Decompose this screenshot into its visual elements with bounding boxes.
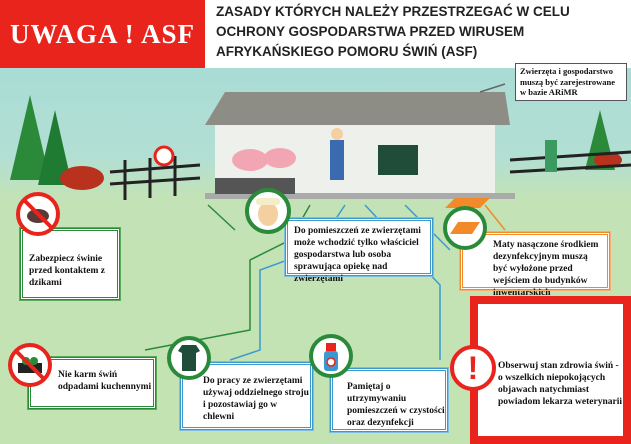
disinfection-mat (445, 198, 490, 208)
rule-cleanliness: Pamiętaj o utrzymywaniu pomieszczeń w cz… (329, 367, 449, 433)
shirt-icon (167, 336, 211, 380)
barn-roof (205, 92, 510, 125)
rule-health: Obserwuj stan zdrowia świń - o wszelkich… (470, 296, 631, 444)
disinfectant-spray-icon (309, 334, 353, 378)
pig-icon (264, 148, 296, 168)
warning-badge: UWAGA ! ASF (0, 0, 205, 68)
rule-mats: Maty nasączone środkiem dezynfekcyjnym m… (459, 231, 611, 298)
rule-access: Do pomieszczeń ze zwierzętami może wchod… (284, 217, 434, 284)
no-entry-sign-icon (153, 145, 175, 167)
mat-icon (443, 206, 487, 250)
pig-icon (232, 149, 268, 171)
tree-icon (10, 95, 50, 180)
wild-boar-icon (60, 166, 104, 190)
exclamation-icon: ! (450, 345, 496, 391)
wild-boar-icon (594, 152, 622, 168)
tree-icon (38, 110, 72, 185)
registration-note: Zwierzęta i gospodarstwo muszą być zarej… (515, 63, 627, 101)
farmer-icon (330, 140, 344, 180)
farmer-face-icon (245, 188, 291, 234)
clothes-rack (378, 145, 418, 175)
rule-wild-boars: Zabezpiecz świnie przed kontaktem z dzik… (19, 227, 121, 301)
rule-clothing: Do pracy ze zwierzętami używaj oddzielne… (179, 361, 314, 431)
page-title: ZASADY KTÓRYCH NALEŻY PRZESTRZEGAĆ W CEL… (216, 4, 570, 59)
rule-kitchen-waste: Nie karm świń odpadami kuchennymi (27, 356, 157, 410)
no-kitchen-waste-icon (8, 343, 52, 387)
no-wild-boar-icon (16, 192, 60, 236)
farmer-icon (545, 140, 557, 172)
